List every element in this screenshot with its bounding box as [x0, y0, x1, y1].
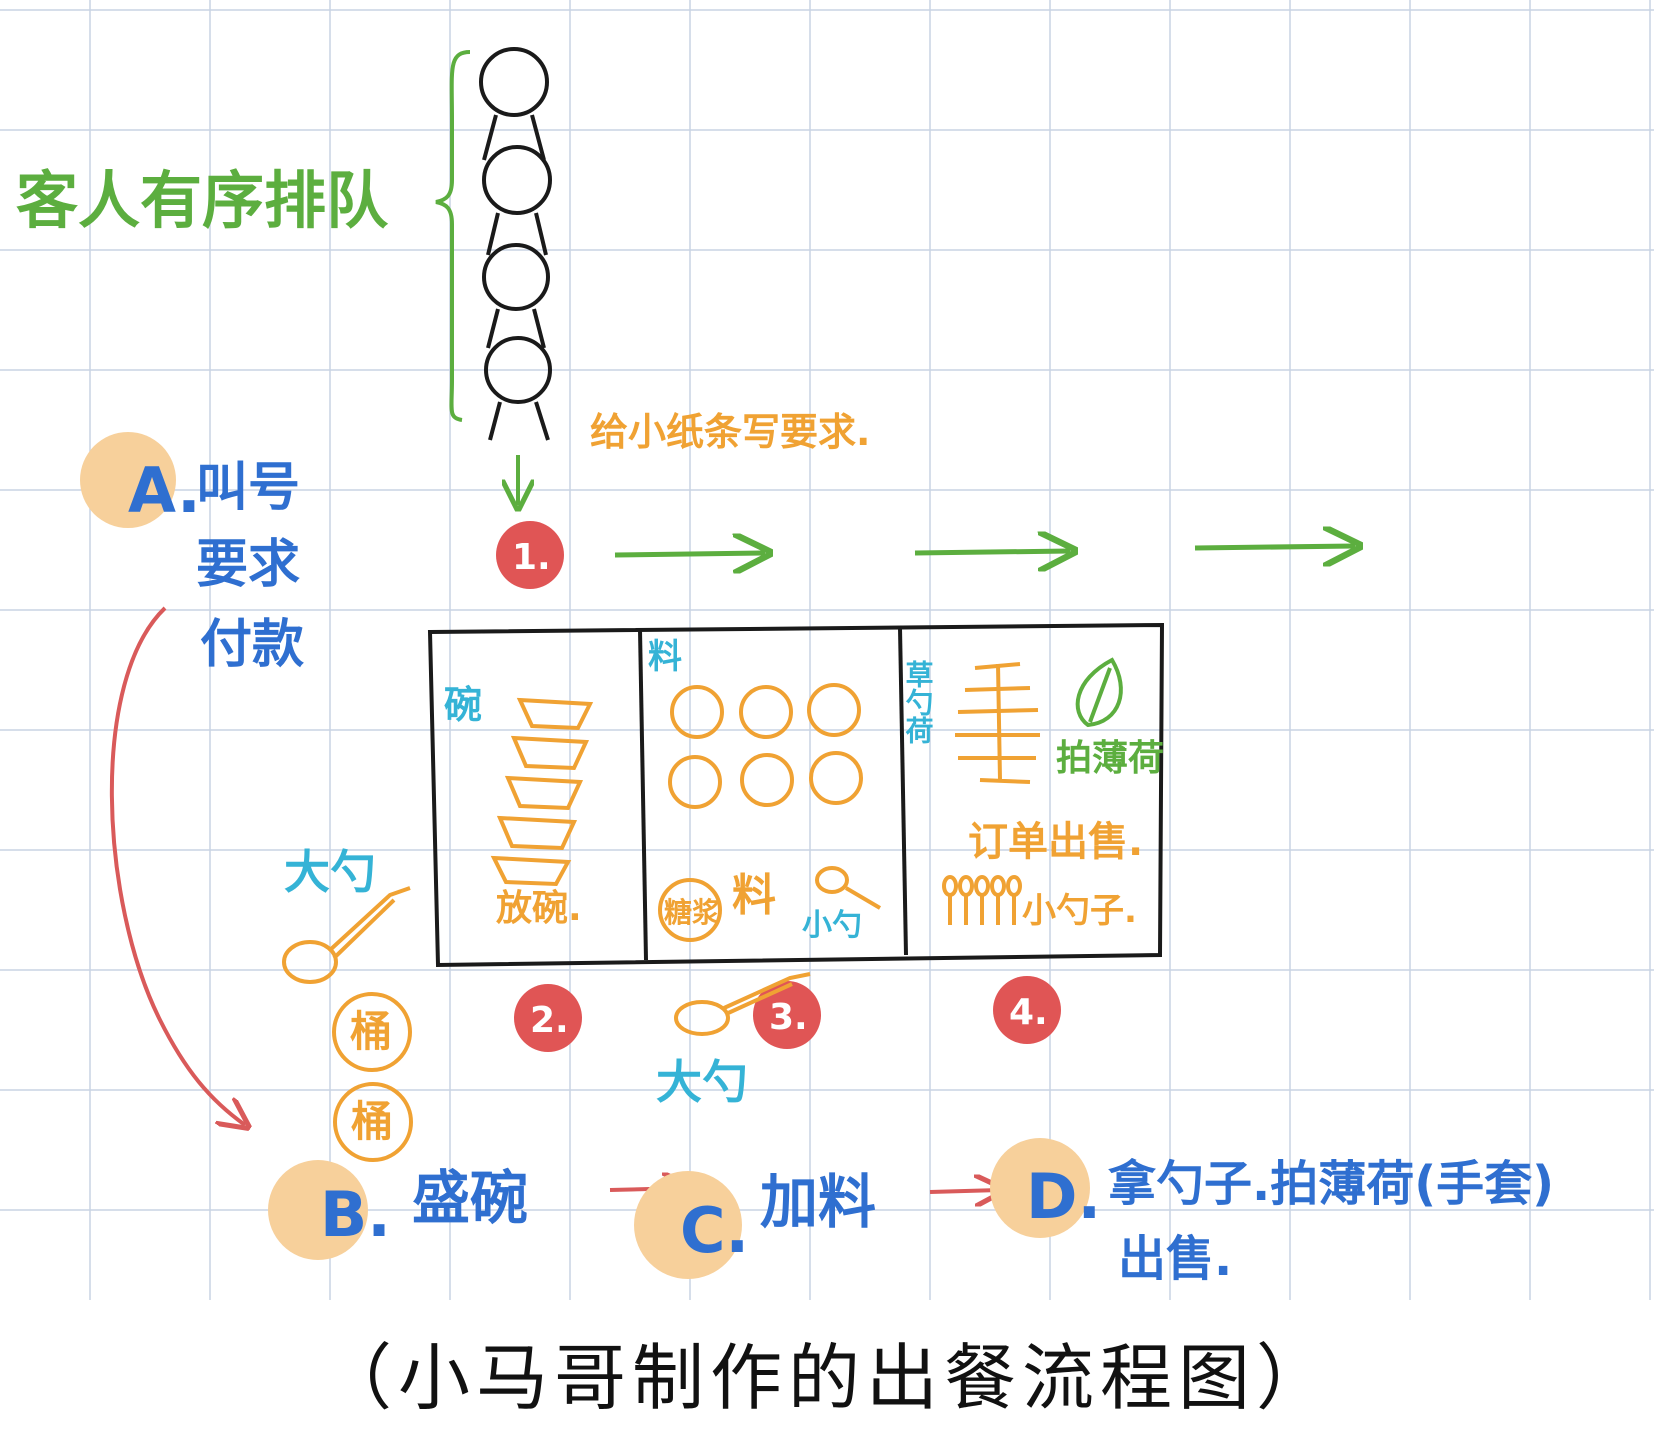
customer-icon [479, 47, 549, 161]
counter-box [427, 622, 1165, 968]
process-c-letter: C. [680, 1194, 749, 1267]
step-badge-2: 2. [514, 984, 582, 1052]
syrup-jar-icon: 糖浆 [658, 878, 722, 942]
customer-queue [479, 47, 552, 441]
side-label: 草勺荷 [902, 660, 935, 744]
a-to-b-arrow [109, 606, 245, 1125]
step-3-label: 3. [769, 997, 808, 1038]
bucket-icon: 桶 [332, 992, 412, 1072]
sale-label: 订单出售. [968, 819, 1143, 865]
topping-tubs-icon [668, 683, 863, 809]
queue-label: 客人有序排队 [16, 164, 389, 237]
customer-icon [484, 336, 552, 441]
customer-icon [482, 243, 550, 349]
step-2-label: 2. [530, 1000, 569, 1041]
small-spoons-row-icon [942, 875, 1022, 925]
bowl-label: 碗 [444, 683, 482, 727]
queue-note: 给小纸条写要求. [590, 410, 870, 454]
highlight-c [634, 1171, 742, 1279]
bucket-icon: 桶 [333, 1082, 413, 1162]
mint-label: 拍薄荷 [1056, 738, 1164, 779]
small-spoons-label: 小勺子. [1022, 891, 1137, 931]
flow-arrow-1 [614, 553, 765, 555]
syrup-suffix: 料 [732, 870, 776, 921]
big-spoon-icon [674, 972, 811, 1036]
small-spoon-label: 小勺 [802, 908, 862, 943]
service-flow-drawing: 客人有序排队 给小纸条写要求. 1. 2. 3. 4. 碗 放碗. 料 [16, 47, 1554, 1287]
process-a-letter: A. [128, 454, 201, 527]
step-1-label: 1. [512, 537, 551, 578]
big-spoon-label-2: 大勺 [656, 1055, 748, 1109]
figure-caption: （小马哥制作的出餐流程图） [319, 1335, 1334, 1420]
small-spoon-icon [815, 866, 882, 910]
process-a-line1: 叫号 [196, 458, 300, 518]
customer-icon [482, 145, 552, 256]
process-d-line2: 出售. [1118, 1231, 1232, 1287]
step-4-label: 4. [1009, 992, 1048, 1033]
grid-paper-background [0, 0, 1654, 1300]
big-spoon-label-1: 大勺 [284, 845, 376, 899]
step-badge-4: 4. [993, 976, 1061, 1044]
topping-label: 料 [648, 637, 682, 677]
highlight-d [990, 1138, 1090, 1238]
mint-leaf-icon [1075, 657, 1123, 728]
process-d-letter: D. [1026, 1160, 1101, 1233]
flow-arrow-3 [1194, 546, 1355, 548]
syrup-label: 糖浆 [664, 896, 721, 929]
process-a-line3: 付款 [200, 615, 304, 675]
step-badge-3: 3. [753, 981, 821, 1049]
bucket-label-2: 桶 [351, 1097, 393, 1146]
process-b-letter: B. [320, 1178, 391, 1251]
flow-arrow-2 [914, 551, 1070, 553]
bowl-stack-icon [490, 697, 594, 887]
highlight-b [268, 1160, 368, 1260]
step-badge-1: 1. [496, 521, 564, 589]
bucket-label-1: 桶 [350, 1007, 392, 1056]
big-spoon-icon [282, 886, 411, 984]
process-d-line1: 拿勺子.拍薄荷(手套) [1108, 1156, 1554, 1212]
cone-stack-icon [955, 662, 1040, 784]
process-a-line2: 要求 [196, 535, 300, 595]
highlight-a [80, 432, 176, 528]
process-b-text: 盛碗 [412, 1164, 528, 1232]
process-c-text: 加料 [760, 1168, 876, 1236]
queue-brace [435, 50, 471, 422]
c-to-d-arrow [929, 1190, 1000, 1192]
bowl-action: 放碗. [496, 888, 582, 929]
